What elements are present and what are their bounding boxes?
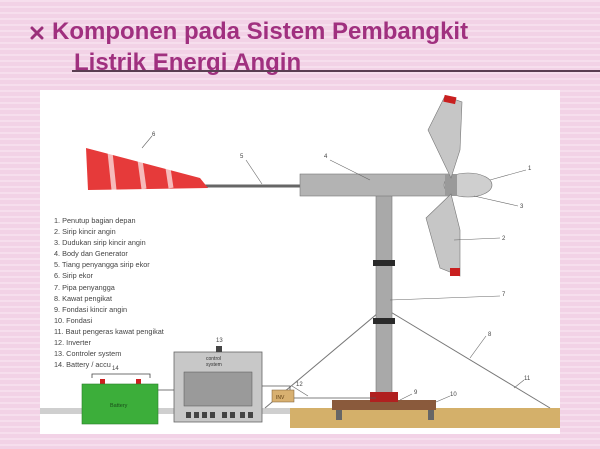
blade-hub xyxy=(445,174,457,196)
battery-accu xyxy=(81,383,159,425)
callout-line-6 xyxy=(141,135,153,149)
legend-item: 8. Kawat pengikat xyxy=(54,293,113,303)
controller-label-1: control xyxy=(206,356,221,362)
callout-line-2 xyxy=(453,237,501,241)
component-legend: 1. Penutup bagian depan 2. Sirip kincir … xyxy=(54,215,164,370)
tail-fin-windsock xyxy=(86,148,208,190)
pipe-clamp-bottom xyxy=(373,318,395,324)
legend-item: 11. Baut pengeras kawat pengikat xyxy=(54,326,164,336)
callout-label-1: 1 xyxy=(528,166,532,172)
legend-item: 9. Fondasi kincir angin xyxy=(54,304,128,314)
windsock-stripes xyxy=(107,151,174,191)
callout-line-8 xyxy=(469,335,487,359)
controller-terminals xyxy=(186,412,253,418)
controller-top-terminal xyxy=(216,346,222,352)
callout-line-5 xyxy=(245,159,263,185)
legend-item: 7. Pipa penyangga xyxy=(54,282,115,292)
callout-label-7: 7 xyxy=(502,292,506,298)
callout-label-13: 13 xyxy=(216,338,223,344)
anchor-bolt-right xyxy=(428,410,434,420)
blade-upper xyxy=(427,95,463,179)
wind-turbine-diagram: 1 2 3 4 5 6 7 8 9 10 11 12 13 14 Battery… xyxy=(40,90,560,434)
callout-label-6: 6 xyxy=(152,132,156,138)
slide-title: Komponen pada Sistem Pembangkit Listrik … xyxy=(52,16,468,78)
callout-label-9: 9 xyxy=(414,390,418,396)
callout-label-4: 4 xyxy=(324,154,328,160)
callout-label-5: 5 xyxy=(240,154,244,160)
legend-item: 13. Controler system xyxy=(54,349,122,359)
callout-line-11 xyxy=(513,379,525,389)
callout-label-14: 14 xyxy=(112,366,119,372)
support-pipe xyxy=(375,189,393,404)
legend-item: 10. Fondasi xyxy=(54,315,93,325)
ground-slab xyxy=(290,408,560,428)
legend-item: 1. Penutup bagian depan xyxy=(54,216,136,225)
anchor-bolt-left xyxy=(336,410,342,420)
callout-line-7 xyxy=(389,295,501,301)
foundation-ground xyxy=(40,408,290,414)
callout-line-10 xyxy=(435,395,451,403)
legend-item: 12. Inverter xyxy=(54,338,91,348)
callout-label-8: 8 xyxy=(488,332,492,338)
title-underline xyxy=(72,70,600,72)
blade-upper-tip xyxy=(443,94,457,105)
battery-bracket xyxy=(91,373,151,378)
diagram-drawing: 1 2 3 4 5 6 7 8 9 10 11 12 13 14 Battery… xyxy=(40,94,560,428)
battery-terminal-left xyxy=(100,379,105,384)
controller-label-2: system xyxy=(206,362,222,368)
turbine-foundation xyxy=(332,400,436,410)
x-bullet-icon xyxy=(30,26,44,40)
legend-item: 5. Tiang penyangga sirip ekor xyxy=(54,260,150,270)
callout-line-12 xyxy=(291,385,309,397)
blade-lower xyxy=(425,193,461,277)
callout-line-4 xyxy=(329,159,371,181)
blade-lower-tip xyxy=(450,268,460,276)
legend-item: 3. Dudukan sirip kincir angin xyxy=(54,238,146,248)
inverter xyxy=(271,389,295,403)
slide-title-line-1: Komponen pada Sistem Pembangkit xyxy=(52,18,469,45)
callout-label-11: 11 xyxy=(524,376,531,382)
guy-wire-right xyxy=(383,307,551,409)
pipe-clamp-top xyxy=(373,260,395,266)
callout-line-3 xyxy=(473,195,519,207)
callout-line-1 xyxy=(489,169,527,181)
battery-terminal-right xyxy=(136,379,141,384)
legend-item: 14. Battery / accu xyxy=(54,360,111,370)
legend-item: 4. Body dan Generator xyxy=(54,249,128,259)
callout-label-10: 10 xyxy=(450,392,457,398)
callout-label-12: 12 xyxy=(296,382,303,388)
turbine-foundation-cap xyxy=(370,392,398,402)
callout-line-9 xyxy=(399,393,413,401)
inverter-label: INV xyxy=(276,395,285,401)
callout-label-2: 2 xyxy=(502,236,506,242)
body-generator xyxy=(299,173,451,197)
legend-item: 6. Sirip ekor xyxy=(54,271,93,281)
legend-item: 2. Sirip kincir angin xyxy=(54,227,116,237)
controller-display xyxy=(183,371,253,407)
callout-label-3: 3 xyxy=(520,204,524,210)
battery-label: Battery xyxy=(110,403,128,409)
